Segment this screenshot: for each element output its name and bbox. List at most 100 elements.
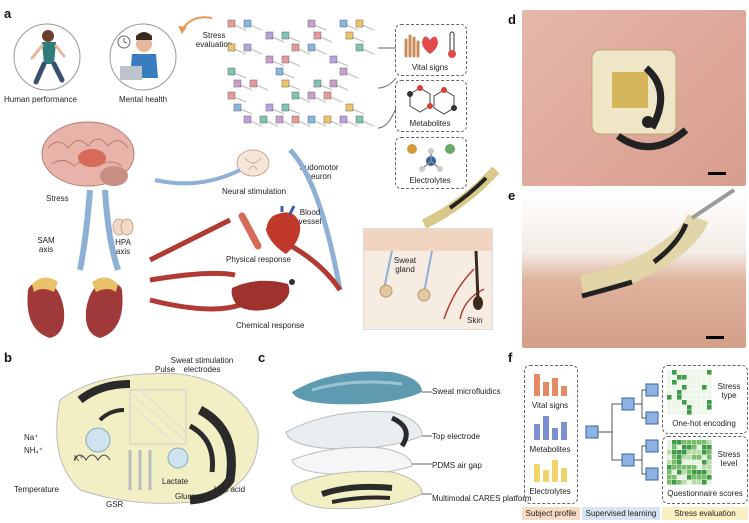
stress-label: Stress — [46, 194, 69, 203]
grid-cell — [672, 455, 677, 460]
vital-signs-icons — [404, 31, 456, 58]
grid-cell — [707, 390, 712, 395]
questionnaire-heatmap — [667, 440, 712, 485]
grid-cell — [707, 395, 712, 400]
grid-cell — [697, 480, 702, 485]
grid-cell — [707, 470, 712, 475]
stress-type-label: Stress type — [713, 382, 745, 400]
blood-line1: Blood — [299, 208, 321, 217]
panel-label-b: b — [4, 350, 12, 365]
network-node — [323, 91, 332, 100]
electrolytes-icon — [407, 144, 455, 172]
network-node — [291, 43, 300, 52]
neural-stimulation-label: Neural stimulation — [222, 187, 287, 196]
grid-cell — [702, 480, 707, 485]
grid-cell — [707, 400, 712, 405]
stress-evaluation-label: Stress evaluation — [194, 31, 234, 49]
grid-cell — [692, 455, 697, 460]
top-electrode-label: Top electrode — [432, 432, 481, 441]
grid-cell — [702, 460, 707, 465]
vital-signs-box — [395, 24, 467, 76]
grid-cell — [692, 390, 697, 395]
panel-label-f: f — [508, 350, 513, 365]
sweat-gland-line2: gland — [395, 265, 415, 274]
grid-cell — [677, 470, 682, 475]
grid-cell — [707, 465, 712, 470]
grid-cell — [667, 455, 672, 460]
network-node — [339, 67, 348, 76]
network-node — [291, 91, 300, 100]
grid-cell — [697, 375, 702, 380]
grid-cell — [667, 410, 672, 415]
grid-cell — [672, 405, 677, 410]
grid-cell — [702, 375, 707, 380]
grid-cell — [677, 375, 682, 380]
grid-cell — [677, 465, 682, 470]
grid-cell — [707, 375, 712, 380]
grid-cell — [687, 470, 692, 475]
human-performance-label: Human performance — [4, 95, 77, 104]
grid-cell — [677, 480, 682, 485]
grid-cell — [677, 390, 682, 395]
sensor-layout-diagram — [56, 373, 259, 505]
blood-line2: vessel — [298, 217, 322, 226]
lactate-label: Lactate — [162, 477, 189, 486]
liver-illustration — [231, 279, 295, 311]
network-node — [339, 19, 348, 28]
grid-cell — [667, 385, 672, 390]
grid-cell — [707, 410, 712, 415]
f-vital-signs-label: Vital signs — [531, 401, 569, 410]
grid-cell — [682, 480, 687, 485]
grid-cell — [667, 375, 672, 380]
network-node — [339, 115, 348, 124]
grid-cell — [672, 475, 677, 480]
network-node — [323, 115, 332, 124]
grid-cell — [682, 390, 687, 395]
physical-response-label: Physical response — [226, 255, 291, 264]
grid-cell — [687, 480, 692, 485]
network-node — [355, 43, 364, 52]
network-node — [249, 79, 258, 88]
grid-cell — [697, 385, 702, 390]
grid-cell — [697, 370, 702, 375]
grid-cell — [697, 390, 702, 395]
multimodal-cares-label: Multimodal CARES platform — [432, 494, 532, 503]
grid-cell — [672, 395, 677, 400]
exploded-layer-diagram — [285, 371, 432, 510]
grid-cell — [697, 400, 702, 405]
photo-d-device-on-skin — [522, 10, 746, 186]
photo-e-device-peeling — [522, 188, 746, 348]
grid-cell — [672, 440, 677, 445]
grid-cell — [667, 370, 672, 375]
network-node — [281, 31, 290, 40]
chemical-response-label: Chemical response — [236, 321, 305, 330]
glucose-label: Glucose — [175, 492, 205, 501]
grid-cell — [672, 480, 677, 485]
grid-cell — [672, 385, 677, 390]
grid-cell — [697, 440, 702, 445]
mental-health-illustration — [109, 23, 177, 91]
grid-cell — [667, 405, 672, 410]
hpa-line2: axis — [115, 247, 131, 256]
grid-cell — [672, 465, 677, 470]
grid-cell — [682, 445, 687, 450]
pdms-air-gap-label: PDMS air gap — [432, 461, 482, 470]
grid-cell — [702, 465, 707, 470]
network-node — [275, 115, 284, 124]
network-node — [281, 79, 290, 88]
grid-cell — [682, 465, 687, 470]
stress-evaluation-arrow — [178, 16, 213, 34]
grid-cell — [682, 385, 687, 390]
decision-tree — [585, 383, 659, 481]
grid-cell — [692, 475, 697, 480]
panel-label-a: a — [4, 6, 12, 21]
grid-cell — [707, 455, 712, 460]
grid-cell — [667, 395, 672, 400]
network-node — [307, 91, 316, 100]
subject-profile-box — [524, 365, 578, 504]
grid-cell — [697, 380, 702, 385]
grid-cell — [687, 450, 692, 455]
f-metabolites-label: Metabolites — [529, 445, 571, 454]
grid-cell — [707, 385, 712, 390]
metabolites-icon — [407, 85, 457, 115]
